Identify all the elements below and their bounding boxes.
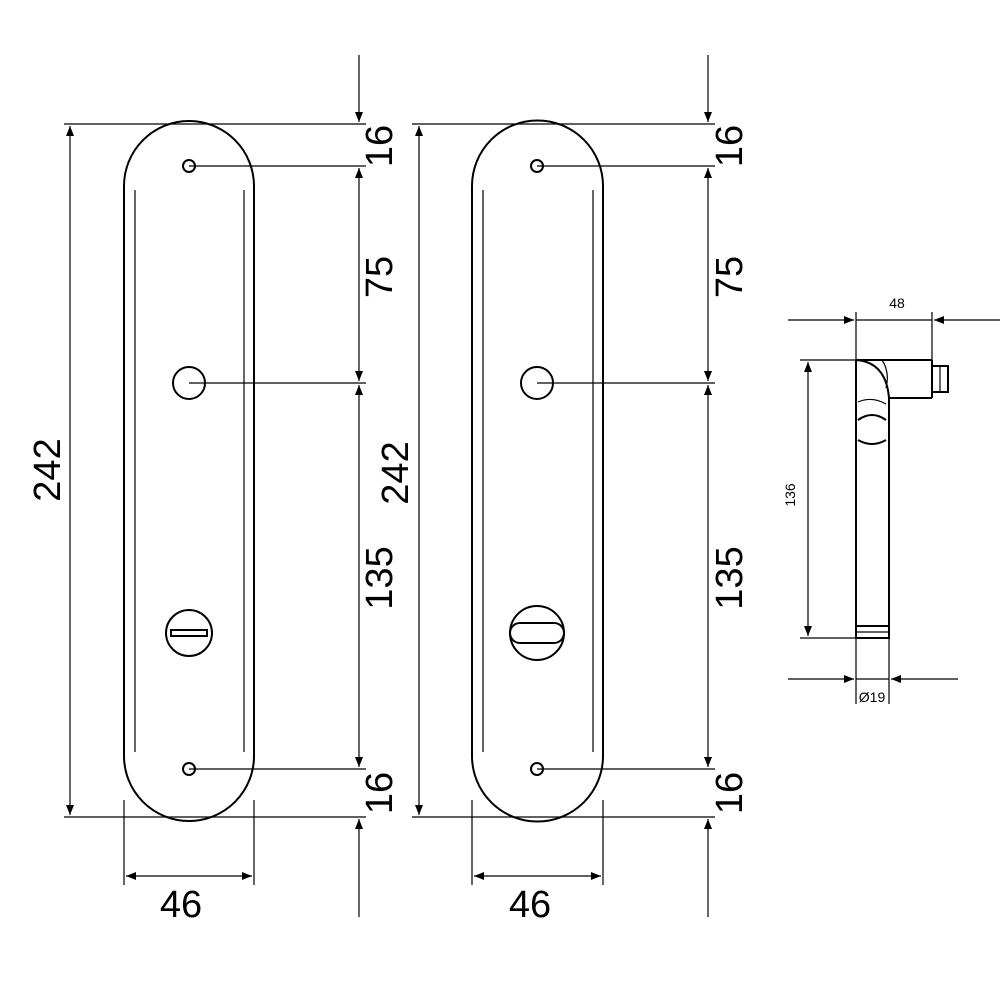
left-spindle-distance-label: 75: [359, 256, 401, 298]
left-plate-outline: [123, 120, 255, 822]
right-privacy-turn-icon: [509, 605, 565, 661]
right-plate-outline: [471, 119, 604, 823]
right-top-offset-label: 16: [709, 125, 751, 167]
right-privacy-distance-label: 135: [709, 546, 751, 609]
right-extension-lines: [412, 123, 715, 885]
handle-side-view: [855, 359, 949, 639]
right-backplate: [471, 119, 604, 823]
left-backplate: [123, 120, 255, 822]
right-bottom-offset-label: 16: [709, 772, 751, 814]
left-width-label: 46: [160, 884, 202, 926]
left-bottom-offset-label: 16: [359, 772, 401, 814]
right-dimension-lines: [415, 55, 712, 917]
right-height-label: 242: [375, 441, 417, 504]
handle-dimension-lines: [788, 316, 1000, 683]
left-privacy-distance-label: 135: [359, 546, 401, 609]
left-top-offset-label: 16: [359, 125, 401, 167]
handle-extension-lines: [800, 312, 933, 704]
right-spindle-distance-label: 75: [709, 256, 751, 298]
left-dimension-lines: [66, 55, 363, 917]
handle-length-label: 136: [782, 483, 798, 507]
right-width-label: 46: [509, 884, 551, 926]
left-privacy-turn-icon: [165, 609, 213, 657]
handle-projection-label: 48: [889, 295, 905, 311]
left-extension-lines: [64, 123, 366, 885]
left-height-label: 242: [27, 438, 69, 501]
handle-diameter-label: Ø19: [859, 689, 886, 705]
